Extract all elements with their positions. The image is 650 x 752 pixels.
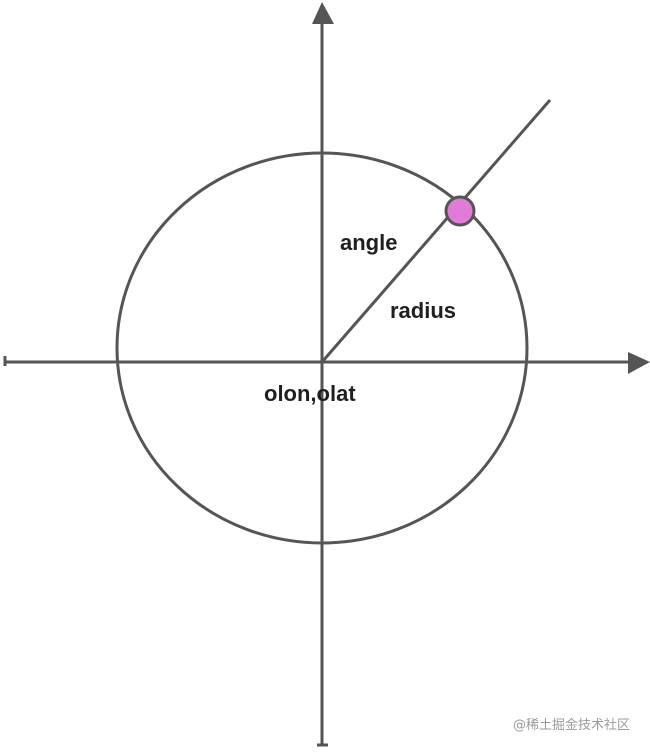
watermark-text: @稀土掘金技术社区 bbox=[513, 717, 630, 733]
intersection-point bbox=[444, 195, 476, 227]
center-label: olon,olat bbox=[264, 381, 356, 406]
radius-label: radius bbox=[390, 298, 456, 323]
radius-ray bbox=[320, 99, 552, 363]
angle-label: angle bbox=[340, 230, 397, 255]
x-axis-arrow-icon bbox=[628, 352, 650, 374]
y-axis-arrow-icon bbox=[312, 2, 334, 24]
